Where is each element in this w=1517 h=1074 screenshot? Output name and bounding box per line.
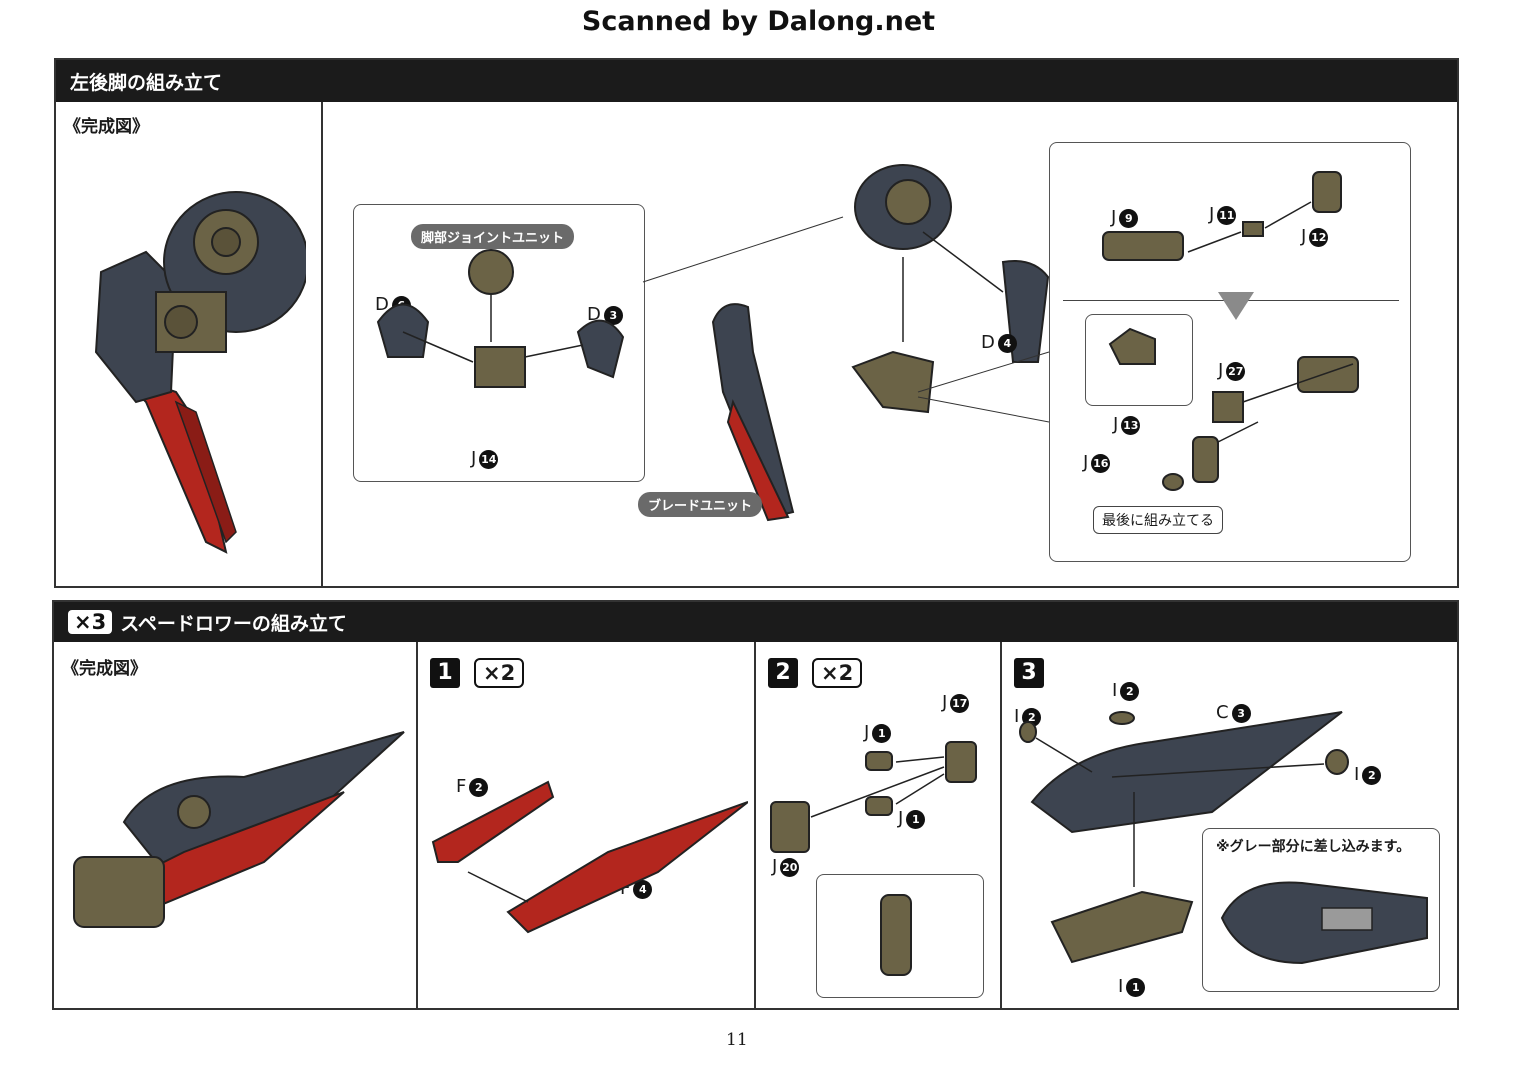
complete-caption: 《完成図》 [62,659,147,679]
inset-part [1108,327,1156,365]
section-header: ×3 スペードロワーの組み立て [54,602,1457,642]
step-multiplier: ×2 [474,658,525,688]
blade-unit-label: ブレードユニット [638,492,763,517]
section-title: スペードロワーの組み立て [120,612,347,635]
watermark-text: Scanned by Dalong.net [581,6,936,37]
section-header: 左後脚の組み立て [56,60,1457,102]
blade-unit-illustration [711,303,795,522]
step-multiplier: ×2 [812,658,863,688]
assemble-last-note: 最後に組み立てる [1093,506,1223,534]
joint-unit-diagram [376,249,625,388]
down-arrow-icon [1218,292,1254,320]
step-2-inset-part [880,894,912,976]
completed-leg-illustration [94,191,306,554]
step-1-diagram [431,780,748,934]
detail-box [1049,142,1411,562]
completed-spade-illustration [73,731,405,928]
step-3-inset-part [1220,881,1428,965]
joint-unit-box [353,204,645,482]
joint-unit-label: 脚部ジョイントユニット [411,224,575,249]
complete-caption: 《完成図》 [64,117,149,137]
step-number: 2 [768,658,798,688]
step-3-diagram [1019,711,1349,964]
detail-bottom-diagram [1162,356,1359,491]
step-number: 3 [1014,658,1044,688]
step-3-note: ※グレー部分に差し込みます。 [1216,839,1411,855]
page-number: 11 [726,1030,748,1050]
detail-top-diagram [1102,171,1342,261]
step-3-inset [1202,828,1440,992]
step-2-diagram [770,741,977,853]
complete-panel: 《完成図》 [56,102,323,586]
callout-lines [642,216,1050,423]
assembly-panel: 脚部ジョイントユニット D6 D3 J14 ブレードユニット [323,102,1457,586]
step-2-inset [816,874,984,998]
step-number: 1 [430,658,460,688]
section-left-hind-leg: 左後脚の組み立て 《完成図》 脚部ジョイントユニット D6 D3 J14 [54,58,1459,588]
inset-box [1085,314,1193,406]
section-title: 左後脚の組み立て [70,71,223,94]
multiplier-badge: ×3 [68,610,113,634]
complete-panel: 《完成図》 [54,642,418,1008]
